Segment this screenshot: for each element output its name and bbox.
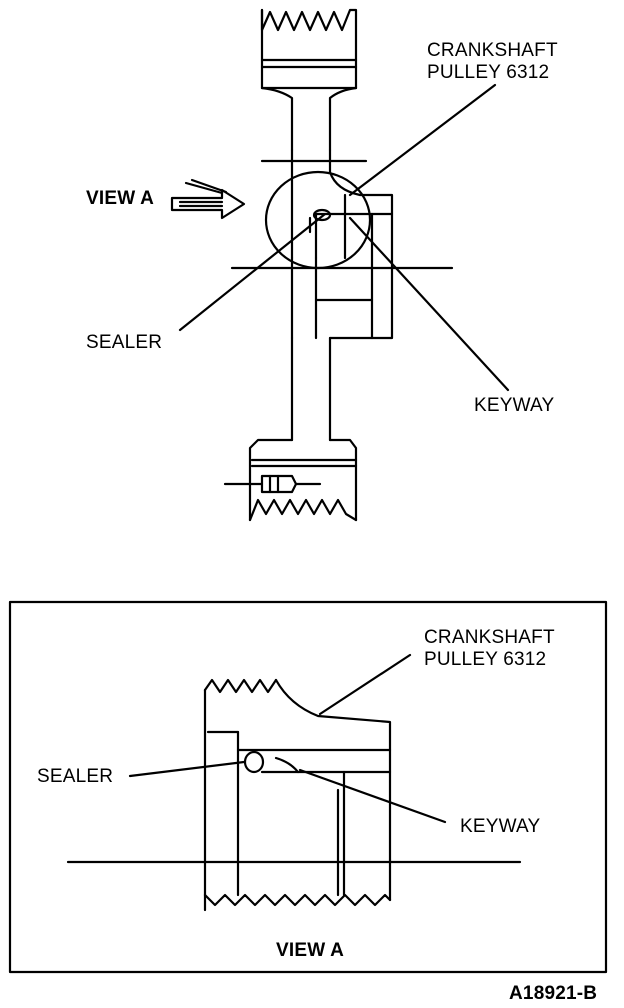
detail-sealer-leader [128, 760, 246, 778]
detail-sealer-label: SEALER [37, 766, 114, 787]
detail-bottom-teeth [203, 893, 392, 907]
detail-pulley-label-line1: CRANKSHAFT [424, 627, 555, 648]
detail-caption: VIEW A [276, 940, 345, 961]
detail-keyway-leader [298, 768, 447, 824]
detail-pulley-leader [318, 653, 412, 716]
view-a-arrow [170, 178, 246, 220]
top-keyway-leader [348, 216, 510, 392]
figure-id: A18921-B [509, 983, 598, 1004]
top-pulley-label-line2: PULLEY 6312 [427, 62, 550, 83]
detail-keyway-label: KEYWAY [460, 816, 541, 837]
detail-frame [8, 600, 608, 974]
view-a-label: VIEW A [86, 188, 155, 209]
top-sealer-leader [178, 212, 327, 332]
detail-pulley-section [203, 678, 392, 912]
upper-groove-teeth [260, 8, 358, 90]
top-pulley-label-line1: CRANKSHAFT [427, 40, 558, 61]
detail-top-teeth [203, 678, 278, 694]
top-sealer-bead [312, 208, 332, 222]
detail-pulley-label-line2: PULLEY 6312 [424, 649, 547, 670]
view-a-circle [264, 170, 372, 270]
lower-groove-teeth [248, 498, 358, 522]
top-view-pulley-section [223, 8, 394, 522]
top-keyway-label: KEYWAY [474, 395, 555, 416]
detail-sealer-bead [243, 750, 265, 774]
top-sealer-label: SEALER [86, 332, 163, 353]
top-pulley-leader [348, 83, 497, 197]
